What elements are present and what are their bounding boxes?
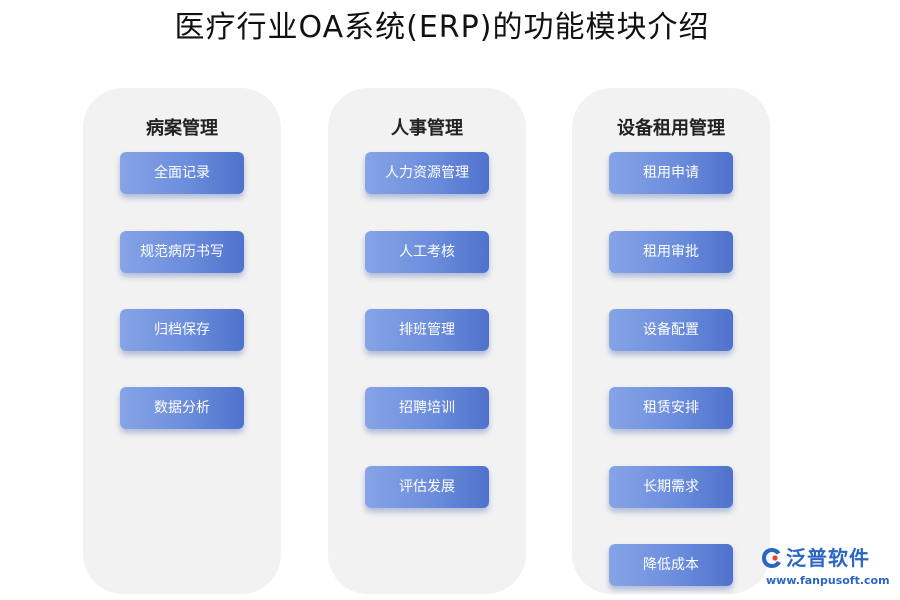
module-column-equipment-rental: 设备租用管理 租用申请 租用审批 设备配置 租赁安排 长期需求 降低成本 [572,88,770,594]
column-header: 设备租用管理 [617,118,725,139]
module-item[interactable]: 长期需求 [609,466,733,508]
module-column-medical-records: 病案管理 全面记录 规范病历书写 归档保存 数据分析 [83,88,281,594]
column-header: 病案管理 [146,118,218,139]
module-item[interactable]: 数据分析 [120,387,244,429]
logo-url: www.fanpusoft.com [766,574,890,587]
module-item[interactable]: 招聘培训 [365,387,489,429]
module-item[interactable]: 降低成本 [609,544,733,586]
module-item[interactable]: 规范病历书写 [120,231,244,273]
module-item[interactable]: 排班管理 [365,309,489,351]
module-item[interactable]: 租用审批 [609,231,733,273]
fanpu-logo-icon [762,548,781,568]
module-item[interactable]: 评估发展 [365,466,489,508]
module-item[interactable]: 归档保存 [120,309,244,351]
module-item[interactable]: 租赁安排 [609,387,733,429]
page-title: 医疗行业OA系统(ERP)的功能模块介绍 [174,10,710,45]
logo-name: 泛普软件 [786,546,870,570]
module-item[interactable]: 全面记录 [120,152,244,194]
module-item[interactable]: 设备配置 [609,309,733,351]
column-header: 人事管理 [391,118,463,139]
module-item[interactable]: 租用申请 [609,152,733,194]
module-item[interactable]: 人工考核 [365,231,489,273]
module-column-hr: 人事管理 人力资源管理 人工考核 排班管理 招聘培训 评估发展 [328,88,526,594]
brand-logo: 泛普软件 www.fanpusoft.com [760,544,890,590]
module-item[interactable]: 人力资源管理 [365,152,489,194]
